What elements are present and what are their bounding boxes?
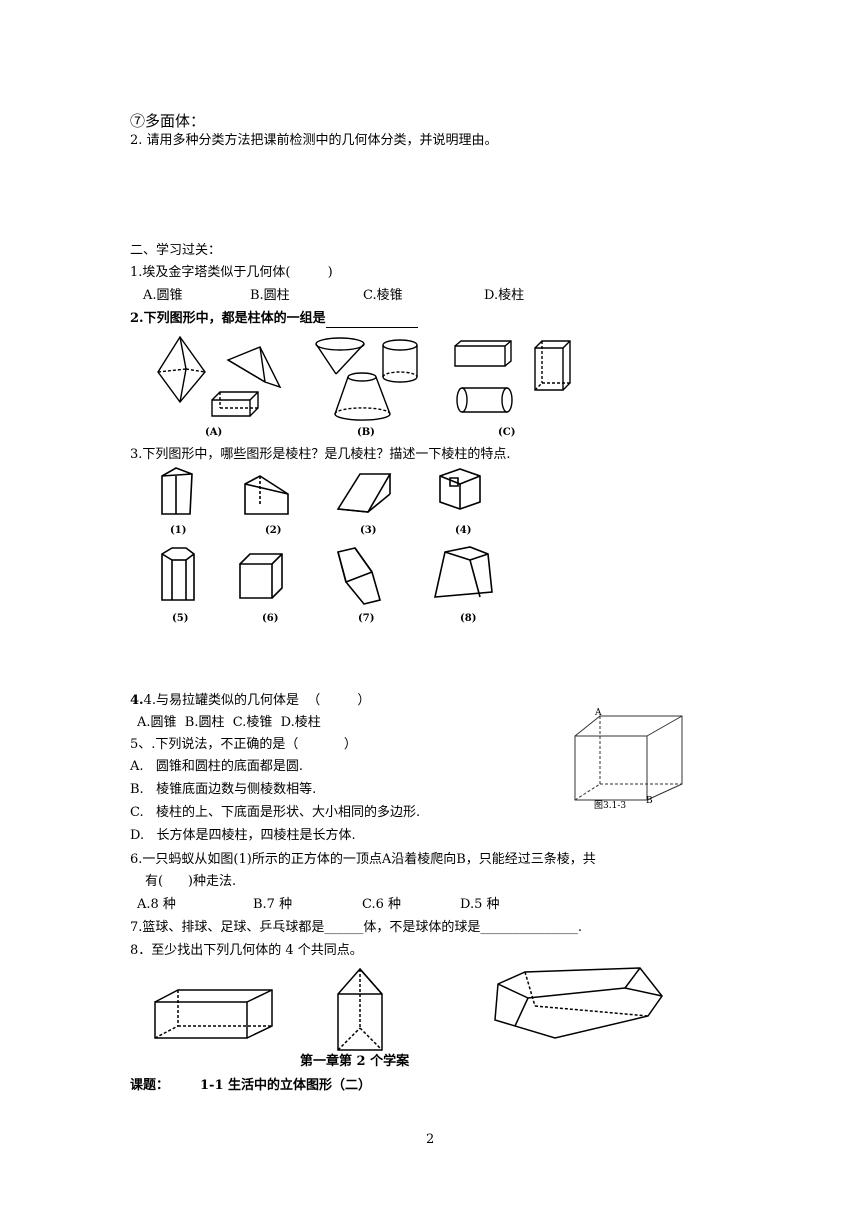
- fig2-label-c: (C): [498, 427, 516, 438]
- cube-caption: 图3.1-3: [594, 801, 627, 811]
- section-heading: 二、学习过关：: [130, 243, 222, 258]
- question-3: 3.下列图形中，哪些图形是棱柱？是几棱柱？描述一下棱柱的特点.: [130, 447, 511, 462]
- fig3-label-5: (5): [172, 613, 189, 624]
- fig2-label-a: (A): [205, 427, 223, 438]
- figure-cube-ab: [570, 715, 683, 818]
- q1-option-a: A.圆锥: [143, 288, 183, 303]
- q5-option-a: A. 圆锥和圆柱的底面都是圆.: [130, 759, 304, 774]
- question-8: 8．至少找出下列几何体的 4 个共同点。: [130, 943, 363, 958]
- q6-option-b: B.7 种: [253, 897, 293, 912]
- q5-option-b: B. 棱锥底面边数与侧棱数相等.: [130, 782, 317, 797]
- q5-option-c: C. 棱柱的上、下底面是形状、大小相同的多边形.: [130, 805, 421, 820]
- q4-options: A.圆锥 B.圆柱 C.棱锥 D.棱柱: [137, 715, 321, 730]
- fig3-label-3: (3): [360, 525, 377, 536]
- fig3-label-2: (2): [265, 525, 282, 536]
- q6-option-a: A.8 种: [137, 897, 176, 912]
- figure-q8: [150, 966, 670, 1056]
- q1-option-d: D.棱柱: [484, 288, 525, 303]
- question-6-cont: 有( )种走法.: [145, 874, 237, 889]
- q1-option-b: B.圆柱: [250, 288, 290, 303]
- lesson-title: 第一章第 2 个学案: [300, 1054, 410, 1069]
- q1-option-c: C.棱锥: [363, 288, 403, 303]
- fig3-label-4: (4): [455, 525, 472, 536]
- cube-label-b: B: [646, 796, 653, 806]
- figure-q3-row1: [150, 464, 510, 526]
- q5-option-d: D. 长方体是四棱柱，四棱柱是长方体.: [130, 828, 356, 843]
- fig3-label-7: (7): [358, 613, 375, 624]
- fig2-label-b: (B): [357, 427, 375, 438]
- question-7: 7.篮球、排球、足球、乒乓球都是______体，不是球体的球是_________…: [130, 920, 583, 935]
- question-1: 1.埃及金字塔类似于几何体( ): [130, 265, 333, 280]
- topic-text: 1-1 生活中的立体图形（二）: [200, 1078, 372, 1093]
- figure-q2: [150, 332, 530, 442]
- line-polyhedron: ⑦多面体：: [130, 112, 206, 130]
- question-5: 5、.下列说法，不正确的是（ ）: [130, 737, 357, 752]
- question-4: 4.4.与易拉罐类似的几何体是 （ ）: [130, 693, 371, 708]
- cube-label-a: A: [595, 708, 602, 718]
- q6-option-c: C.6 种: [362, 897, 402, 912]
- topic-label: 课题：: [130, 1078, 170, 1093]
- fig3-label-6: (6): [262, 613, 279, 624]
- question-classify: 2. 请用多种分类方法把课前检测中的几何体分类，并说明理由。: [130, 133, 498, 148]
- question-2: 2.下列图形中，都是柱体的一组是: [130, 310, 418, 328]
- q6-option-d: D.5 种: [460, 897, 500, 912]
- question-6: 6.一只蚂蚁从如图(1)所示的正方体的一顶点A沿着棱爬向B，只能经过三条棱，共: [130, 852, 596, 867]
- figure-q2-box-tall: [530, 340, 571, 398]
- fig3-label-1: (1): [170, 525, 187, 536]
- figure-q3-row2: [150, 542, 510, 610]
- fig3-label-8: (8): [460, 613, 477, 624]
- page-number: 2: [426, 1132, 435, 1147]
